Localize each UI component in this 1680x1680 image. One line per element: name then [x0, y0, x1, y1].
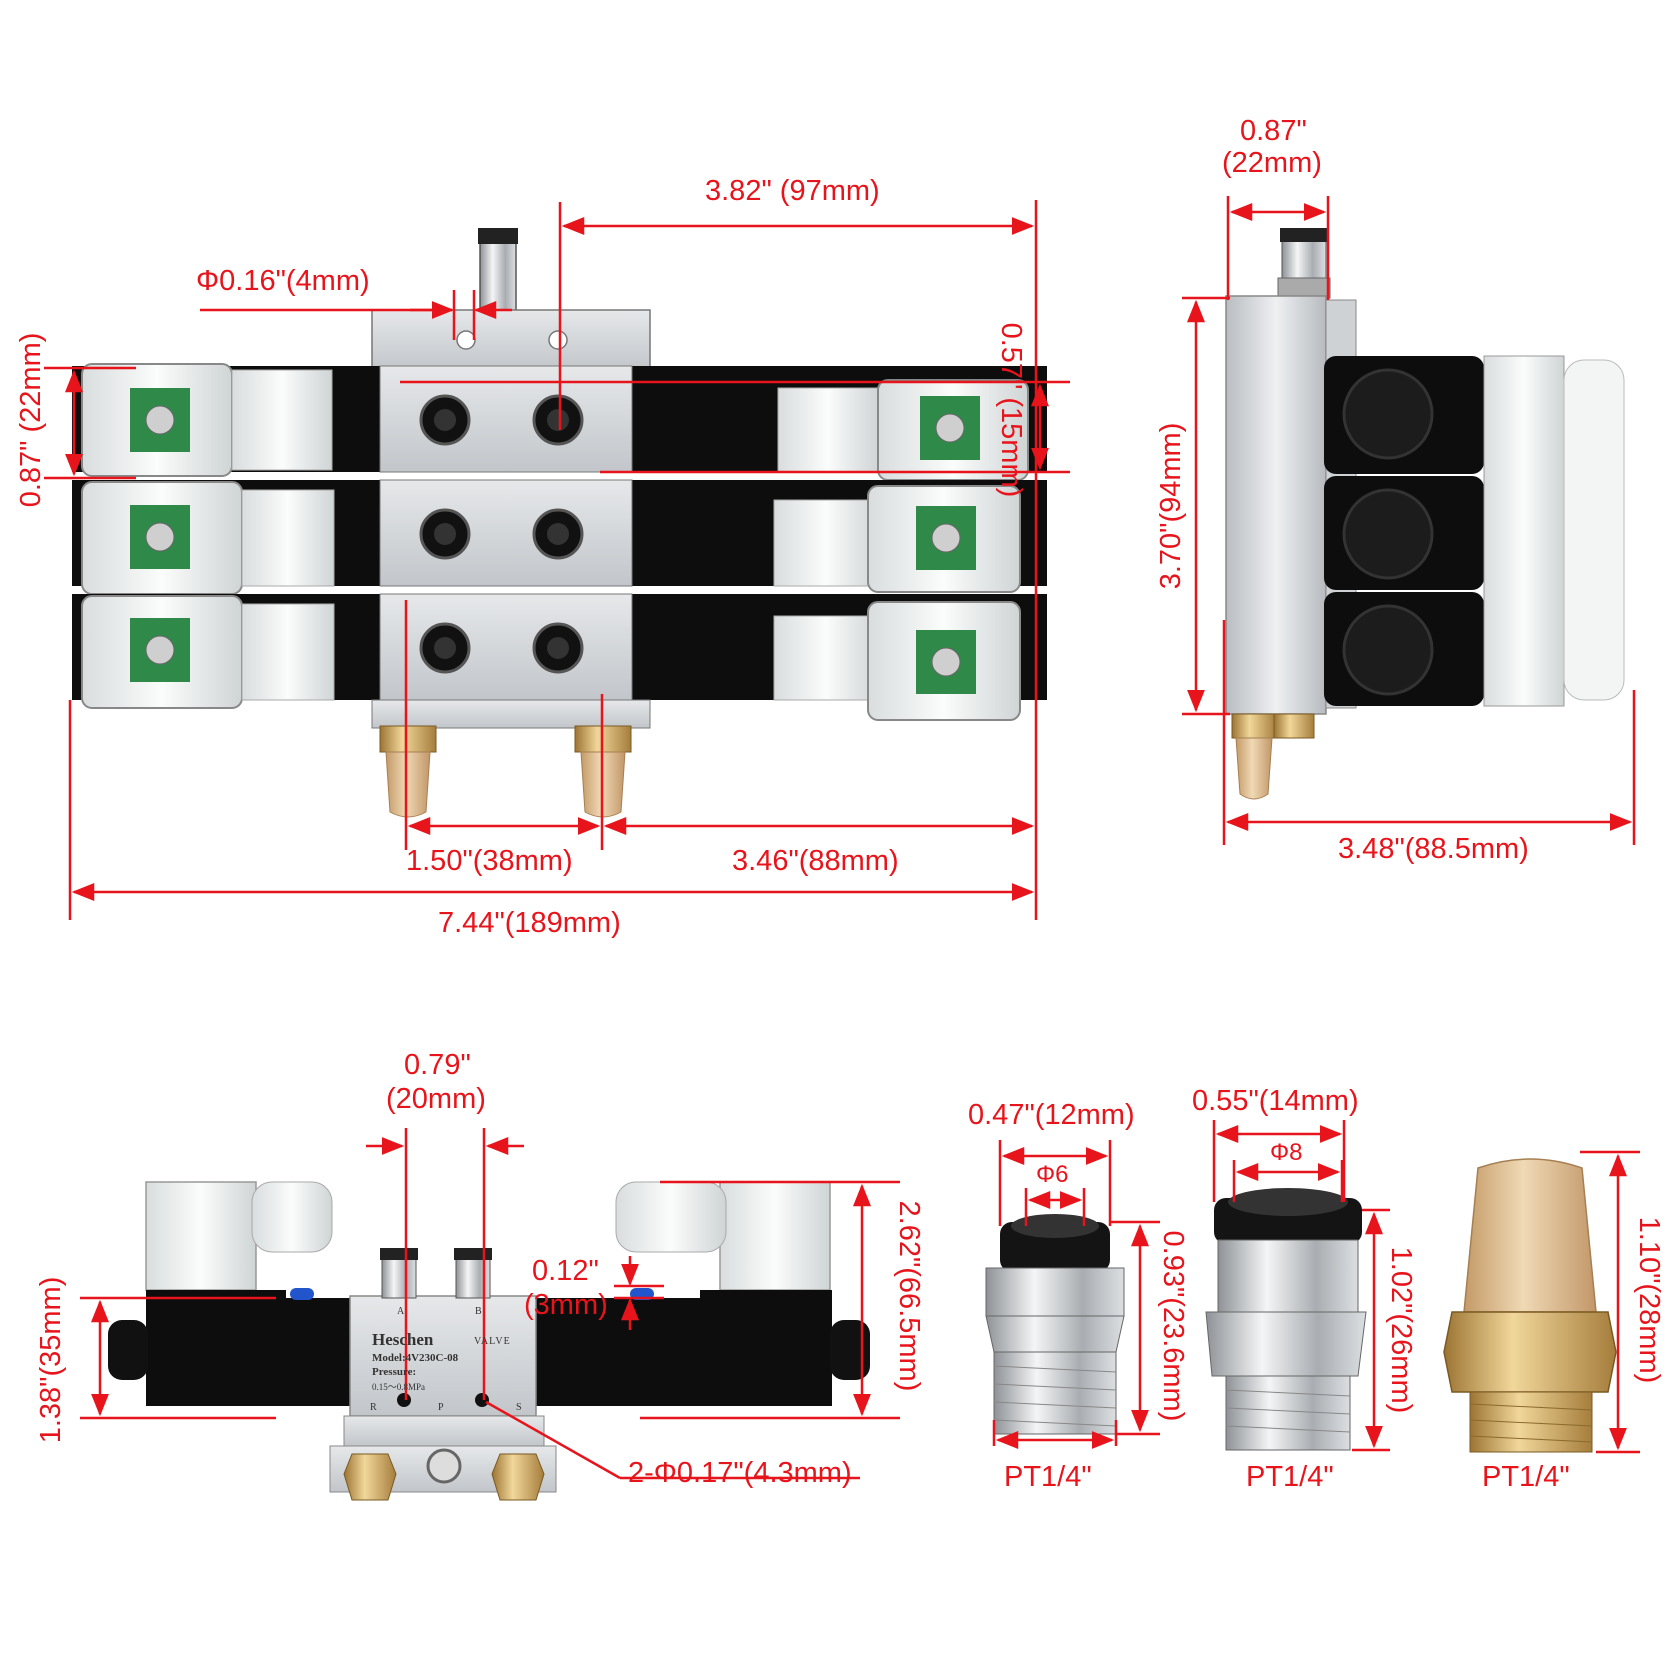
- single-valve-view: [108, 1181, 870, 1501]
- dim-label-88-5mm: 3.48"(88.5mm): [1338, 833, 1529, 865]
- valve-row-3: [72, 593, 1047, 721]
- muffler-left: [379, 725, 437, 753]
- fitting8-thread: PT1/4": [1246, 1461, 1334, 1493]
- front-view-dimensions: [44, 200, 1070, 920]
- port-label-p: P: [438, 1402, 444, 1413]
- fitting6-thread: PT1/4": [1004, 1461, 1092, 1493]
- valve-row-2: [72, 479, 1047, 595]
- muffler-sintered-bronze: [1463, 1158, 1597, 1313]
- dim-label-94mm: 3.70"(94mm): [1155, 422, 1188, 590]
- muffler-view: [1443, 1158, 1617, 1453]
- muffler-thread: PT1/4": [1482, 1461, 1570, 1493]
- valve-brand: Heschen: [372, 1330, 434, 1349]
- dim-label-port-4mm: Φ0.16"(4mm): [196, 265, 370, 297]
- dim-label-88mm: 3.46"(88mm): [732, 845, 899, 877]
- fitting-8mm-dimensions: [1212, 1120, 1390, 1452]
- side-view-dimensions: [1182, 196, 1636, 845]
- dim-label-fitting6-bore: Φ6: [1036, 1161, 1069, 1188]
- dim-label-gap: 0.12": [532, 1255, 599, 1287]
- valve-nameplate: [349, 1295, 537, 1417]
- dim-label-35mm: 1.38"(35mm): [35, 1276, 68, 1444]
- dim-label-holes: 2-Φ0.17"(4.3mm): [628, 1457, 852, 1489]
- port-label-b: B: [475, 1306, 482, 1317]
- dim-label-muffler-height: 1.10"(28mm): [1632, 1216, 1665, 1384]
- valve-model: Model:4V230C-08: [372, 1352, 459, 1364]
- top-fitting: [479, 231, 517, 313]
- port-label-r: R: [370, 1402, 377, 1413]
- valve-pressure-value: 0.15～0.8MPa: [372, 1382, 426, 1392]
- fitting-8mm-view: [1205, 1188, 1367, 1451]
- muffler-dimensions: [1580, 1150, 1640, 1454]
- dim-label-66-5mm: 2.62"(66.5mm): [892, 1200, 925, 1392]
- dim-label-fitting6-width: 0.47"(12mm): [968, 1099, 1135, 1131]
- dim-label-port-spacing: 0.79": [404, 1049, 471, 1081]
- dim-label-fitting8-width: 0.55"(14mm): [1192, 1085, 1359, 1117]
- port-label-s: S: [516, 1402, 522, 1413]
- port-label-a: A: [397, 1306, 405, 1317]
- dim-label-port-spacing-mm: (20mm): [386, 1083, 486, 1115]
- dim-label-189mm: 7.44"(189mm): [438, 907, 621, 939]
- fitting-6mm-view: [985, 1214, 1125, 1435]
- single-coil-left: [146, 1290, 286, 1406]
- dim-label-gap-mm: (3mm): [524, 1289, 608, 1321]
- dim-label-22mm-left: 0.87" (22mm): [15, 332, 48, 508]
- valve-word: VALVE: [474, 1336, 511, 1347]
- valve-pressure-label: Pressure:: [372, 1366, 417, 1378]
- mounting-plate: [371, 309, 651, 371]
- dim-label-fitting8-height: 1.02"(26mm): [1384, 1246, 1417, 1414]
- single-valve-dimensions: [80, 1128, 900, 1480]
- single-coil-right: [700, 1290, 832, 1406]
- fitting-6mm-dimensions: [992, 1140, 1160, 1449]
- side-view: [1225, 228, 1625, 800]
- dim-label-38mm: 1.50"(38mm): [406, 845, 573, 877]
- dim-label-side-top-mm: (22mm): [1222, 147, 1322, 179]
- dim-label-fitting6-height: 0.93"(23.6mm): [1156, 1230, 1189, 1422]
- dim-label-side-top: 0.87": [1240, 115, 1307, 147]
- dim-label-fitting8-bore: Φ8: [1270, 1139, 1303, 1166]
- dim-label-15mm: 0.57" (15mm): [994, 322, 1027, 498]
- dim-label-97mm: 3.82" (97mm): [705, 175, 880, 207]
- side-aluminum-block: [1225, 295, 1327, 715]
